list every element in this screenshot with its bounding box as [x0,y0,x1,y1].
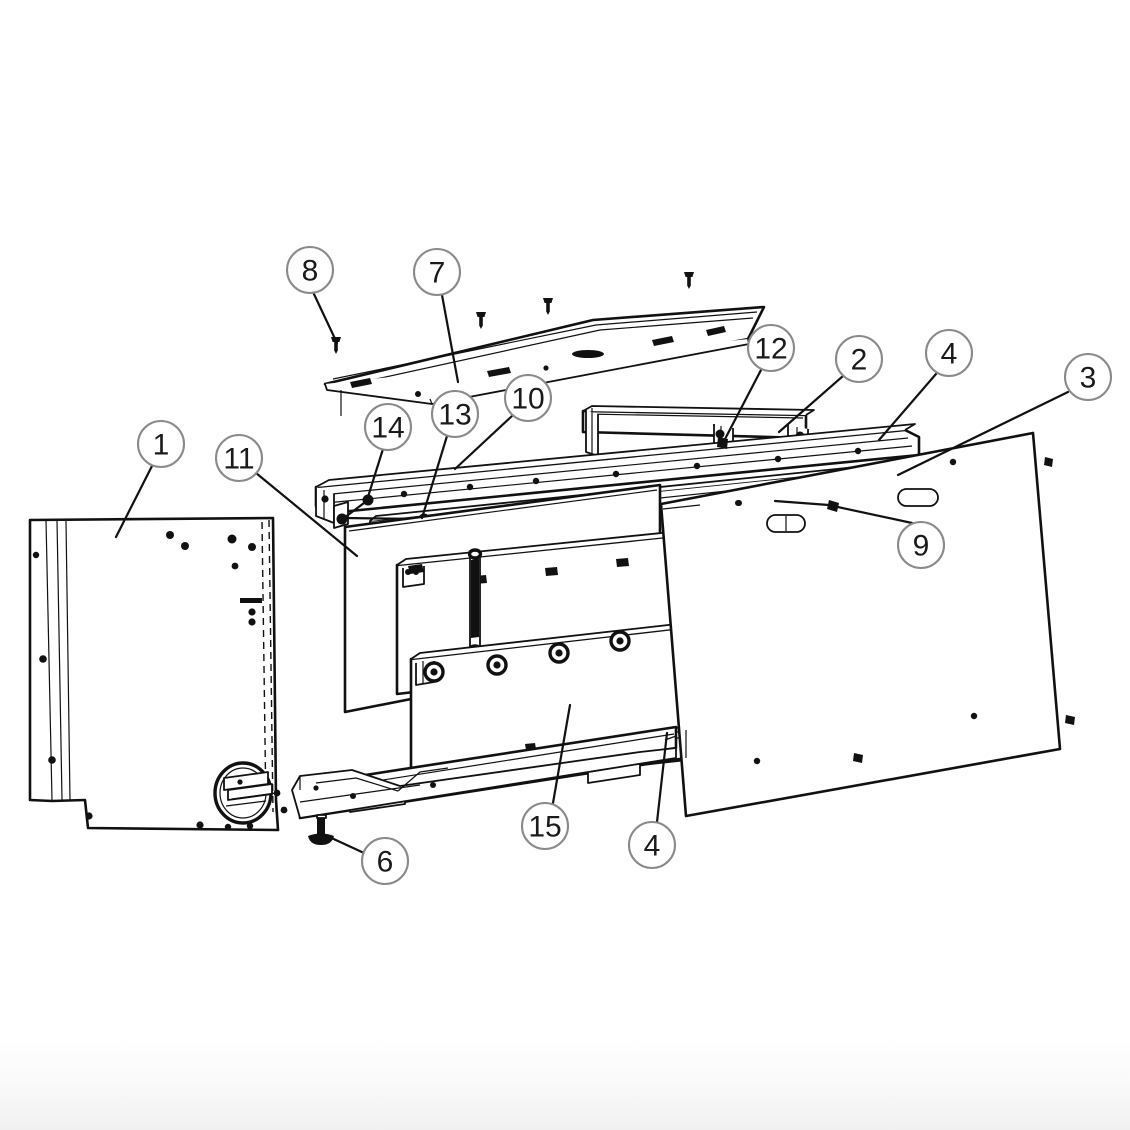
callout-4b-leader [655,731,669,824]
callout-15-circle [520,801,570,851]
callout-15[interactable]: 15 [520,801,570,851]
callout-3-circle [1063,352,1113,402]
panel-slot-left [766,514,806,533]
callout-7-leader [440,293,460,384]
callout-6-label: 6 [377,846,394,879]
panel-slot-right [897,488,939,507]
callout-14-circle [363,402,413,452]
callout-7-circle [412,247,462,297]
callout-13[interactable]: 13 [430,389,480,439]
callout-10[interactable]: 10 [503,373,553,423]
callout-12-circle [746,323,796,373]
callout-6-circle [360,836,410,886]
part-right-side-panel [659,431,1075,818]
part-top-lid-panel [323,305,766,416]
callout-4b-circle [627,820,677,870]
part-base-platform [291,747,677,819]
part-left-side-panel [28,516,288,832]
callout-4-circle [924,328,974,378]
cable-gland-vent [213,761,277,825]
callout-2-circle [834,334,884,384]
part-lid-screws [331,272,694,354]
callout-6-leader [323,833,366,855]
callout-4[interactable]: 4 [924,328,974,378]
callout-13-label: 13 [438,399,471,432]
callout-10-leader [453,414,514,471]
callout-3[interactable]: 3 [1063,352,1113,402]
callout-2-label: 2 [851,344,868,377]
callout-12[interactable]: 12 [746,323,796,373]
callout-4-label: 4 [941,338,958,371]
callout-15-label: 15 [528,811,561,844]
callout-9[interactable]: 9 [896,520,946,570]
callout-8-circle [285,245,335,295]
callout-14[interactable]: 14 [363,402,413,452]
callout-3-label: 3 [1080,362,1097,395]
callout-12-label: 12 [754,333,787,366]
callout-8[interactable]: 8 [285,245,335,295]
callout-1-label: 1 [153,429,170,462]
callout-14-leader [365,447,385,502]
callout-15-leader [551,703,572,805]
callout-9-label: 9 [913,530,930,563]
callout-2[interactable]: 2 [834,334,884,384]
callout-12-leader [722,368,763,443]
callout-7[interactable]: 7 [412,247,462,297]
callout-11[interactable]: 11 [214,433,264,483]
callout-1[interactable]: 1 [136,419,186,469]
callout-10-circle [503,373,553,423]
callout-11-leader [254,471,359,558]
callout-4b[interactable]: 4 [627,820,677,870]
callout-8-leader [311,290,339,345]
callout-4-leader [877,372,938,442]
callout-7-label: 7 [429,257,446,290]
callout-13-leader [420,434,449,520]
callout-4b-label: 4 [644,830,661,863]
callout-3-leader [896,390,1070,477]
callout-11-label: 11 [223,443,254,476]
callout-9-circle [896,520,946,570]
callout-14-label: 14 [371,412,404,445]
callout-8-label: 8 [302,255,319,288]
callout-1-leader [114,464,154,539]
callout-1-circle [136,419,186,469]
callout-10-label: 10 [511,383,544,416]
callout-9-leader [831,504,914,525]
part-leveling-foot [308,814,334,845]
callout-leaders [114,290,1070,855]
callout-11-circle [214,433,264,483]
callout-6[interactable]: 6 [360,836,410,886]
callout-2-leader [777,374,845,434]
callout-13-circle [430,389,480,439]
